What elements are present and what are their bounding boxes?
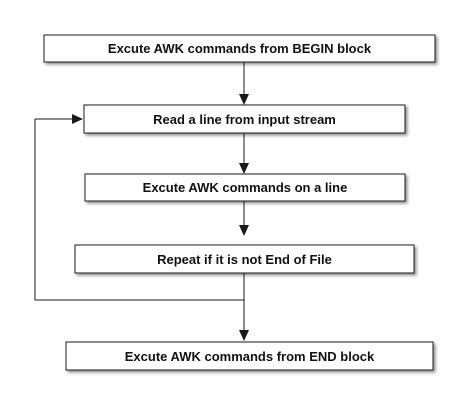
arrowhead-into-end (239, 330, 249, 341)
node-execute: Excute AWK commands on a line (84, 173, 406, 202)
node-repeat-label: Repeat if it is not End of File (157, 252, 332, 267)
node-end: Excute AWK commands from END block (65, 341, 434, 371)
node-read-label: Read a line from input stream (153, 112, 336, 127)
arrowhead-into-repeat (239, 225, 249, 236)
node-begin-label: Excute AWK commands from BEGIN block (108, 41, 372, 56)
node-execute-label: Excute AWK commands on a line (143, 180, 348, 195)
edge-loop-back-to-read (34, 118, 244, 301)
arrowhead-into-execute (239, 163, 249, 174)
arrowhead-into-read (239, 94, 249, 105)
arrowhead-loop-into-read (72, 114, 83, 124)
node-read: Read a line from input stream (83, 104, 406, 134)
node-end-label: Excute AWK commands from END block (125, 349, 375, 364)
edges (34, 62, 249, 341)
node-begin: Excute AWK commands from BEGIN block (43, 34, 436, 63)
node-repeat: Repeat if it is not End of File (74, 244, 415, 274)
